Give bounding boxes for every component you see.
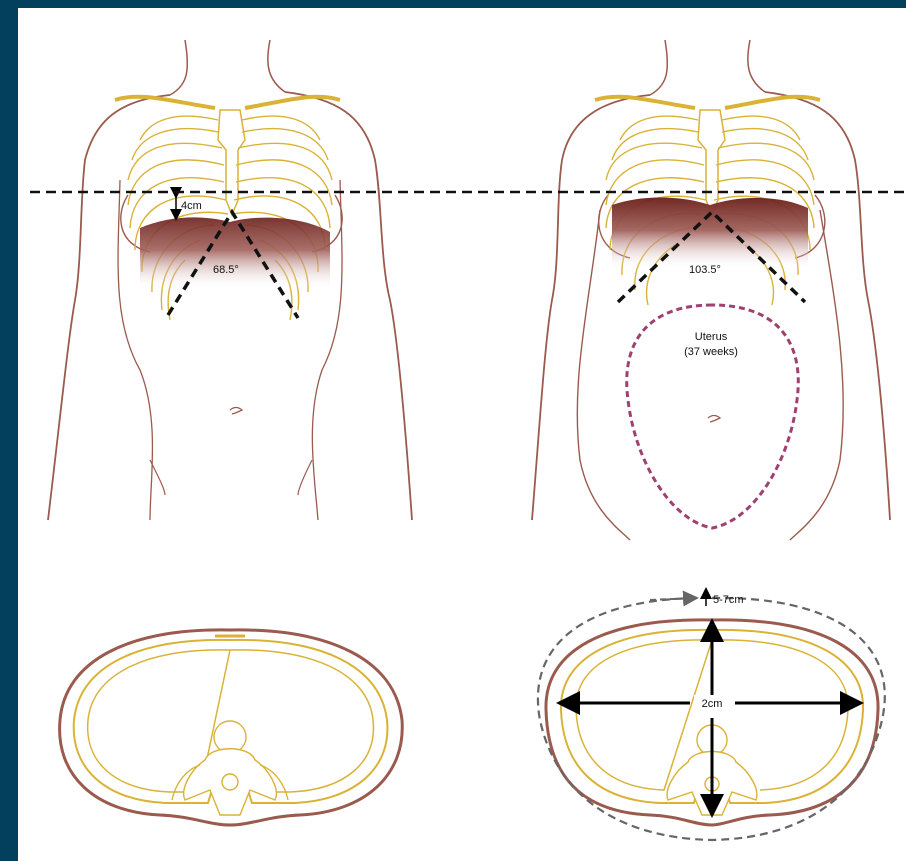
right-torso — [532, 40, 890, 540]
left-torso — [48, 40, 412, 520]
uterus-label: Uterus — [695, 331, 728, 343]
right-angle-label: 103.5° — [689, 264, 721, 276]
left-angle-label: 68.5° — [213, 264, 239, 276]
uterus-weeks-label: (37 weeks) — [684, 346, 738, 358]
left-cross-section — [60, 630, 403, 825]
right-cross-section — [538, 590, 885, 840]
diameter-label: 2cm — [702, 698, 723, 710]
circumference-label: 5-7cm — [713, 594, 744, 606]
left-distance-label: 4cm — [181, 200, 202, 212]
